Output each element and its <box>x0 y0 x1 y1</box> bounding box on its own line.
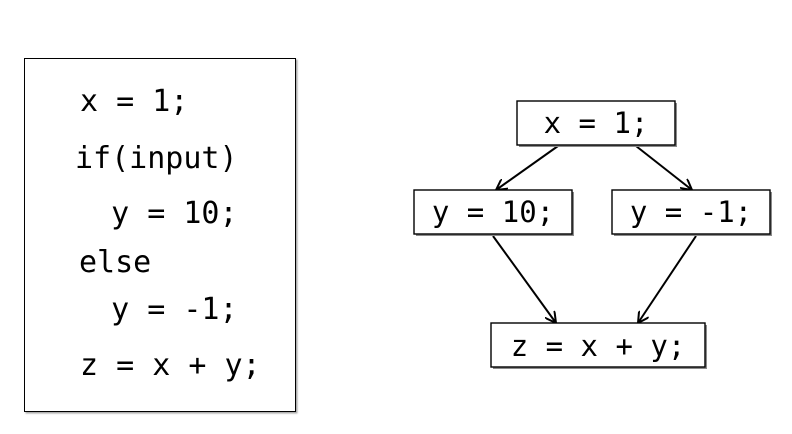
code-line-else-body: y = -1; <box>75 292 238 327</box>
cfg-node-join-label: z = x + y; <box>511 329 686 363</box>
code-line-assign-z: z = x + y; <box>80 348 261 383</box>
cfg-node-then: y = 10; <box>413 189 574 236</box>
edge-else-to-join <box>638 235 697 323</box>
edge-entry-to-else <box>635 145 692 190</box>
code-line-else: else <box>79 245 152 280</box>
code-line-then: y = 10; <box>75 196 238 231</box>
cfg-node-else-label: y = -1; <box>630 195 752 229</box>
source-code-box: x = 1; if(input) y = 10; else y = -1; z … <box>24 58 296 412</box>
cfg-node-join: z = x + y; <box>490 322 707 369</box>
cfg-node-entry-label: x = 1; <box>544 106 649 140</box>
code-line-assign-x: x = 1; <box>80 84 189 119</box>
code-line-if: if(input) <box>75 141 238 176</box>
cfg-node-else: y = -1; <box>611 189 772 236</box>
edge-then-to-join <box>492 235 556 323</box>
cfg-node-then-label: y = 10; <box>432 195 554 229</box>
edge-entry-to-then <box>496 145 559 190</box>
cfg-node-entry: x = 1; <box>516 100 677 147</box>
